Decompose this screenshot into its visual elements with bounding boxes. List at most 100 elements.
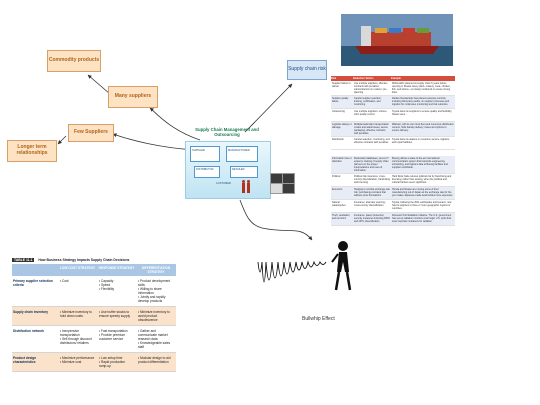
supply-chain-center-panel[interactable]: Supply Chain Management and Outsourcing … (183, 127, 271, 199)
strategy-cell: • Minimize inventory to avoid product ob… (138, 310, 170, 322)
risk-cell: Use multiple suppliers; enforce strict q… (354, 110, 387, 116)
cargo-ship-photo (341, 14, 453, 66)
center-thumbnail-4 (282, 183, 295, 194)
strategy-row-label: Primary supplier selection criteria (13, 279, 53, 287)
risk-header-risk: Risk (331, 77, 337, 80)
strategy-cell: • Maximize performance • Minimize cost (60, 356, 95, 364)
risk-cell: Distribution (332, 138, 344, 141)
scene-label-manufacturer: MANUFACTURER (228, 149, 250, 152)
risk-cell: Hard Rock Cafe reduces political risk by… (392, 175, 452, 184)
person-figure (331, 241, 352, 291)
risk-cell: Outsourcing (332, 110, 345, 113)
strategy-row-label: Distribution network (13, 329, 44, 333)
strategy-header-3: DIFFERENTIATION STRATEGY (141, 266, 171, 274)
risk-cell: Insurance; patent protection; security m… (354, 214, 390, 223)
strategy-table: TABLE 11.1 How Business Strategy Impacts… (12, 258, 176, 372)
link-many-commodity (87, 74, 111, 95)
strategy-row: Supply chain inventory • Minimize invent… (12, 307, 176, 326)
few-suppliers-node[interactable]: Few Suppliers (68, 124, 114, 142)
risk-row: Economic Hedging to combat exchange rate … (331, 187, 455, 200)
strategy-cell: • Inexpensive transportation • Sell thro… (60, 329, 92, 345)
risk-cell: Information loss or distortion (332, 157, 352, 163)
scene-supplier-block (190, 146, 220, 162)
risk-cell: Logistics delays or damage (332, 123, 352, 129)
risk-cell: Boeing utilizes a state-of-the-art inter… (392, 157, 448, 169)
risk-cell: Darden Restaurants has placed extensive … (392, 97, 450, 106)
strategy-table-number: TABLE 11.1 (12, 258, 35, 262)
scene-label-distributor: DISTRIBUTOR (196, 168, 214, 171)
link-few-longer (57, 135, 67, 145)
strategy-cell: • Use buffer stocks to ensure speedy sup… (99, 310, 131, 318)
strategy-cell: • Low setup time • Rapid production ramp… (99, 356, 126, 368)
longer-term-relationships-node[interactable]: Longer term relationships (7, 140, 57, 162)
strategy-row-label: Product design characteristics (13, 356, 37, 364)
strategy-table-header: LOW COST STRATEGY RESPONSE STRATEGY DIFF… (12, 264, 176, 276)
strategy-table-caption: TABLE 11.1 How Business Strategy Impacts… (12, 258, 176, 262)
risk-cell: Economic (332, 188, 343, 191)
risk-cell: Honda and Nissan are moving some of thei… (392, 188, 454, 197)
strategy-row-label: Supply chain inventory (13, 310, 49, 314)
strategy-cell: • Gather and communicate market research… (138, 329, 171, 349)
risk-cell: Natural catastrophes (332, 201, 346, 207)
scene-label-supplier: SUPPLIER (192, 149, 205, 152)
risk-cell: Toyota trains its dealers on customer se… (392, 138, 450, 144)
link-center-many-suppliers (149, 107, 201, 141)
bullwhip-caption: Bullwhip Effect (302, 316, 335, 322)
commodity-products-node[interactable]: Commodity products (47, 50, 101, 72)
link-center-risk (244, 83, 293, 133)
risk-cell: Walmart, with its own truck fleet and nu… (392, 123, 454, 132)
scene-retailer-block (230, 166, 258, 178)
strategy-row: Product design characteristics • Maximiz… (12, 353, 176, 372)
scene-label-customer: CUSTOMER (216, 182, 231, 185)
risk-cell: Theft, vandalism, and terrorism (332, 214, 351, 220)
strategy-header-0 (12, 266, 58, 274)
risk-cell: McDonald's planned its supply chain 6 ye… (392, 82, 451, 94)
risk-cell: Insurance; alternate sourcing; cross-cou… (354, 201, 386, 207)
risk-cell: Multiple/redundant transportation modes … (354, 123, 389, 135)
risk-cell: Hedging to combat exchange rate risk; pu… (354, 188, 390, 197)
risk-cell: Domestic Port Radiation Initiative: The … (392, 214, 452, 223)
risk-cell: Careful selection, monitoring, and effec… (354, 138, 390, 144)
scene-manufacturer-block (226, 146, 258, 162)
risk-table-header: Risk Reduction Tactics Example (331, 76, 455, 81)
strategy-table-title: How Business Strategy Impacts Supply Cha… (38, 258, 130, 262)
risk-cell: Political (332, 175, 341, 178)
risk-header-example: Example (391, 77, 401, 80)
strategy-cell: • Modular design to aid product differen… (138, 356, 171, 364)
risk-row: Supplier quality failure Careful supplier… (331, 96, 455, 109)
risk-cell: Political risk insurance; cross-country … (354, 175, 390, 184)
strategy-header-1: LOW COST STRATEGY (59, 266, 96, 270)
risk-cell: Toyota trains its suppliers to ensure qu… (392, 110, 453, 116)
strategy-cell: • Cost (60, 279, 69, 283)
cargo-ship-illustration (341, 14, 453, 66)
supply-chain-risk-node[interactable]: Supply chain risk (287, 60, 327, 80)
risk-cell: Redundant databases; secure IT systems; … (354, 157, 389, 172)
risk-cell: Toyota, following the 2011 earthquake an… (392, 201, 452, 210)
strategy-row: Primary supplier selection criteria • Co… (12, 276, 176, 307)
risk-cell: Careful supplier selection, training, ce… (354, 97, 382, 106)
risk-row: Natural catastrophes Insurance; alternate… (331, 200, 455, 213)
strategy-cell: • Minimize inventory to hold down costs (60, 310, 92, 318)
scene-people (242, 180, 252, 196)
scene-label-retailer: RETAILER (232, 168, 245, 171)
strategy-cell: • Capacity • Speed • Flexibility (99, 279, 115, 291)
strategy-header-2: RESPONSE STRATEGY (98, 266, 135, 270)
risk-row: Outsourcing Use multiple suppliers; enfor… (331, 109, 455, 122)
risk-row: Political Political risk insurance; cross… (331, 174, 455, 187)
scene-distributor-block (194, 166, 220, 178)
risk-row: Distribution Careful selection, monitorin… (331, 137, 455, 150)
risk-cell: Supplier failure to deliver (332, 82, 351, 88)
bullwhip-wave (257, 260, 327, 283)
strategy-row: Distribution network • Inexpensive trans… (12, 326, 176, 353)
risk-cell: Supplier quality failure (332, 97, 349, 103)
link-center-bullwhip (239, 199, 313, 241)
supply-chain-scene: SUPPLIER MANUFACTURER DISTRIBUTOR RETAIL… (185, 141, 271, 199)
strategy-cell: • Product development skills • Willing t… (138, 279, 171, 303)
strategy-cell: • Fast transportation • Provide premium … (99, 329, 128, 341)
many-suppliers-node[interactable]: Many suppliers (108, 86, 158, 108)
